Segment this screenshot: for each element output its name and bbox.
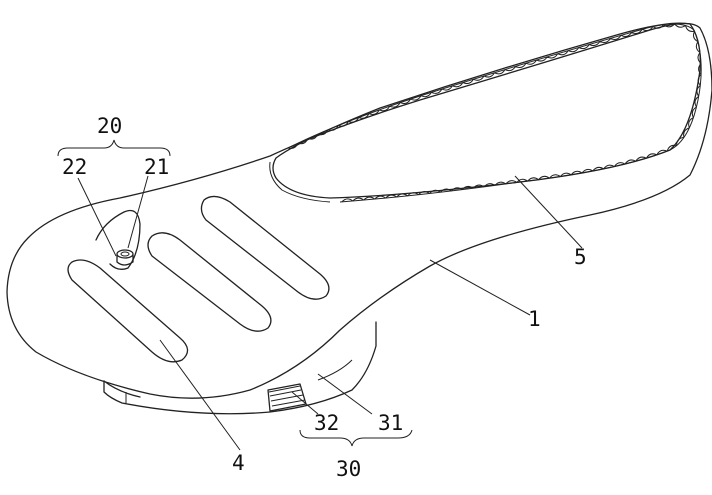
slot-3 — [201, 196, 328, 299]
label-4: 4 — [232, 451, 245, 475]
label-21: 21 — [144, 155, 169, 179]
slots — [68, 196, 329, 361]
scalloped-edge — [288, 24, 701, 202]
label-22: 22 — [62, 155, 87, 179]
slot-1 — [68, 260, 188, 362]
slot-2 — [148, 233, 271, 331]
valve-nozzle — [117, 250, 133, 265]
heel-block — [104, 322, 376, 414]
forefoot-pad — [270, 23, 701, 202]
brace-20 — [58, 140, 170, 156]
insole-body — [7, 23, 712, 398]
label-31: 31 — [378, 411, 403, 435]
label-32: 32 — [314, 411, 339, 435]
label-5: 5 — [574, 245, 587, 269]
label-20: 20 — [97, 114, 122, 138]
label-30: 30 — [336, 457, 361, 481]
label-1: 1 — [528, 307, 541, 331]
